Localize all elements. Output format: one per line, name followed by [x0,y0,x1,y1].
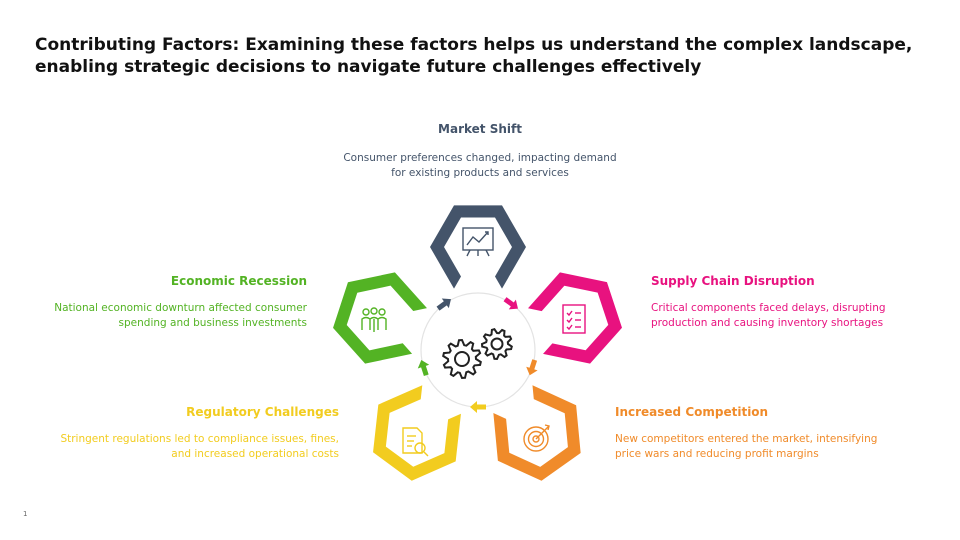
factor-title: Market Shift [438,122,522,136]
hex-economic [333,272,427,364]
arrow-to-supply-chain [503,297,518,310]
people-group-icon [361,307,387,332]
arrow-to-competition [526,359,538,376]
factor-description: Critical components faced delays, disrup… [651,302,886,329]
hex-market-shift [430,205,526,289]
factor-title: Regulatory Challenges [186,405,339,419]
hex-competition [493,385,581,481]
arrow-to-regulatory [470,401,486,413]
factor-market-shift: Market Shift Consumer preferences change… [330,121,630,181]
factor-title: Economic Recession [170,274,307,288]
target-icon [523,424,550,452]
hex-supply-chain [528,272,622,364]
factor-description: Stringent regulations led to compliance … [60,433,339,460]
hex-regulatory [373,385,461,481]
factor-regulatory: Regulatory Challenges Stringent regulati… [40,404,339,462]
factor-economic: Economic Recession National economic dow… [30,273,307,331]
factor-title: Supply Chain Disruption [651,274,815,288]
presentation-chart-icon [462,227,494,257]
factor-competition: Increased Competition New competitors en… [615,404,905,462]
document-search-icon [402,427,429,457]
factor-supply-chain: Supply Chain Disruption Critical compone… [651,273,911,331]
factor-description: National economic downturn affected cons… [54,302,307,329]
factor-description: Consumer preferences changed, impacting … [343,152,617,179]
arrow-to-market-shift [436,298,451,311]
page-number: 1 [23,510,28,518]
page-title: Contributing Factors: Examining these fa… [35,35,913,77]
factor-description: New competitors entered the market, inte… [615,433,878,460]
arrow-to-economic [417,360,430,376]
gears-icon [442,328,513,380]
checklist-icon [562,304,586,334]
factor-title: Increased Competition [615,405,769,419]
